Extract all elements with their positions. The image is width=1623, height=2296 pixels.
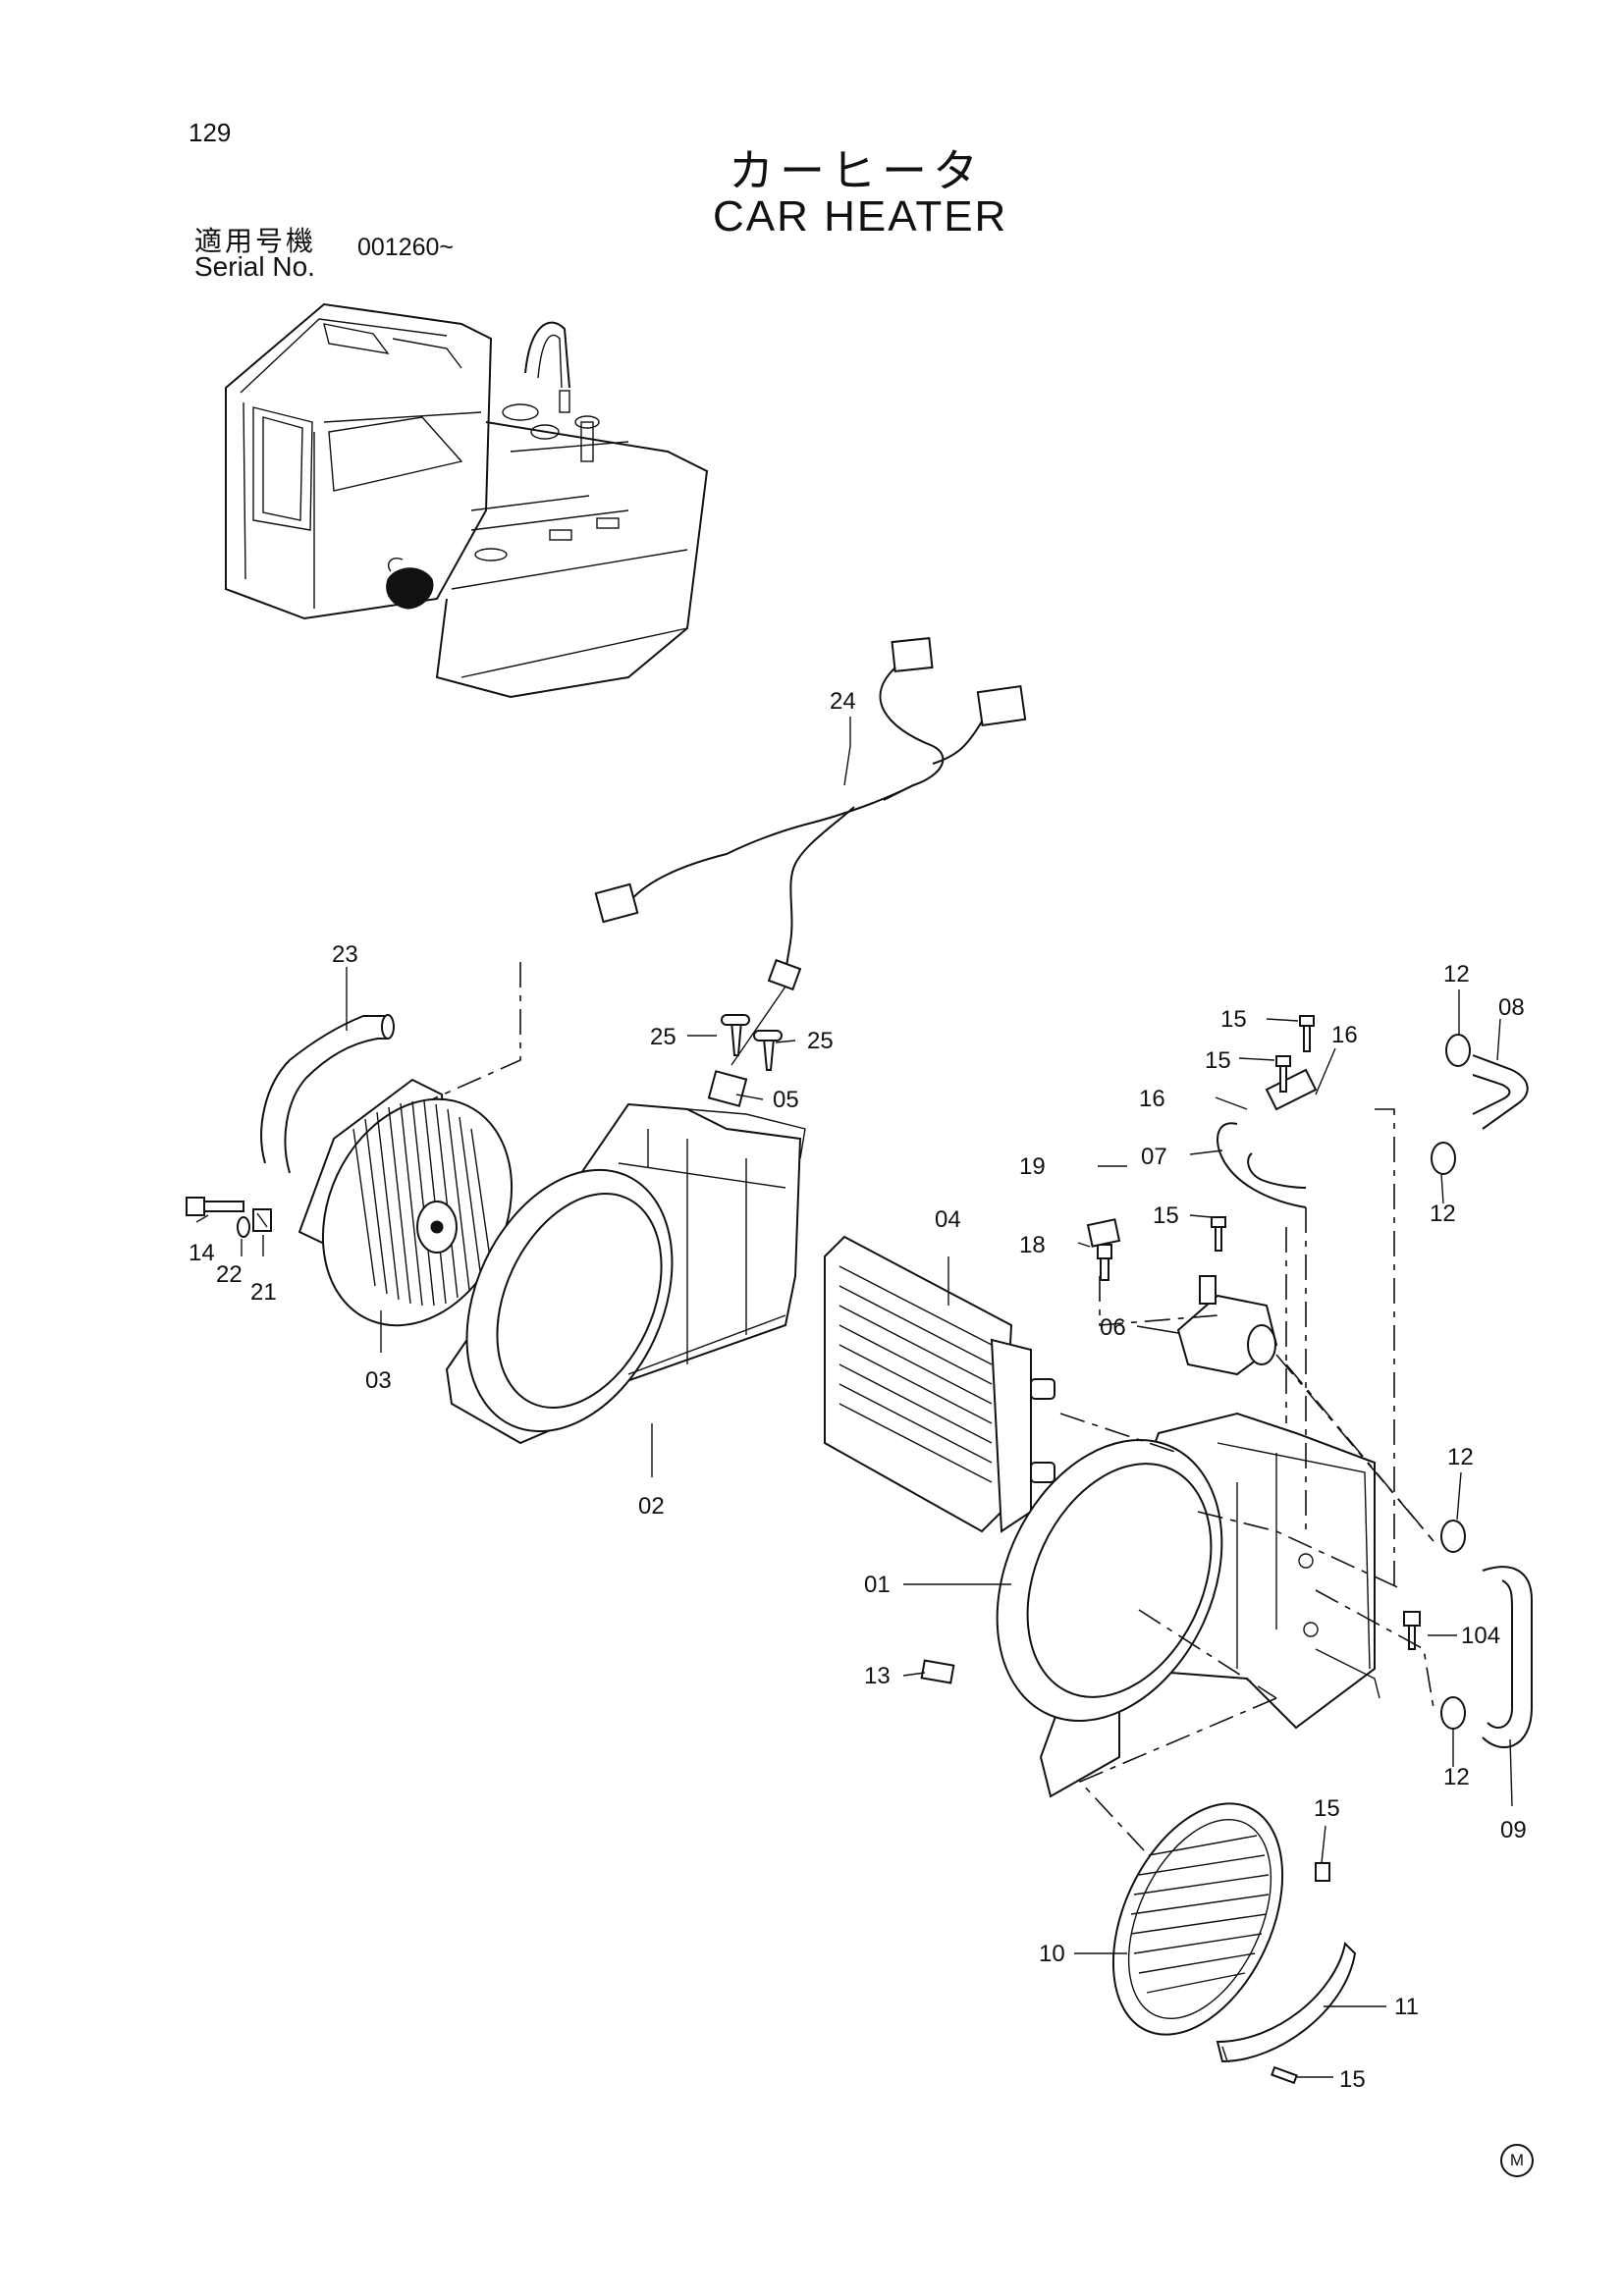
manufacturer-mark: M <box>1500 2144 1534 2177</box>
fasteners <box>707 1014 1421 2085</box>
title-japanese: カーヒータ <box>729 144 984 197</box>
cover-11 <box>1216 1941 1357 2063</box>
callout-18: 18 <box>1019 1232 1046 1258</box>
callout-06: 06 <box>1100 1314 1126 1341</box>
screw-washer-grommet-group <box>186 1197 272 1238</box>
serial-label-english: Serial No. <box>194 251 315 282</box>
housing-02 <box>445 1102 806 1445</box>
hose-08 <box>1472 1054 1529 1130</box>
callout-12: 12 <box>1447 1444 1474 1470</box>
callout-25: 25 <box>650 1024 676 1050</box>
callout-14: 14 <box>189 1240 215 1266</box>
callout-04: 04 <box>935 1206 961 1233</box>
callout-16: 16 <box>1139 1086 1165 1112</box>
callout-08: 08 <box>1498 994 1525 1021</box>
serial-number-value: 001260~ <box>357 234 455 261</box>
callout-104: 104 <box>1461 1623 1500 1649</box>
callout-12: 12 <box>1443 1764 1470 1790</box>
callout-13: 13 <box>864 1663 891 1689</box>
valve-06 <box>1176 1275 1278 1376</box>
heater-core-04 <box>824 1235 1055 1533</box>
callout-09: 09 <box>1500 1817 1527 1843</box>
hose-09 <box>1482 1566 1533 1748</box>
callout-22: 22 <box>216 1261 243 1288</box>
hose-clamps-12 <box>1431 1034 1471 1730</box>
callout-25: 25 <box>807 1028 834 1054</box>
callout-12: 12 <box>1430 1201 1456 1227</box>
assembly-lines <box>431 962 1434 1851</box>
callout-15: 15 <box>1339 2066 1366 2093</box>
leader-lines <box>195 717 1513 2078</box>
serial-label-japanese: 適用号機 <box>194 225 317 257</box>
callout-23: 23 <box>332 941 358 968</box>
callout-19: 19 <box>1019 1153 1046 1180</box>
callout-labels: 24 23 25 25 05 14 22 21 03 02 04 15 15 1… <box>189 688 1527 2093</box>
wire-harness-24 <box>594 636 1027 1066</box>
machine-overview-illustration <box>225 302 709 699</box>
callout-02: 02 <box>638 1493 665 1520</box>
callout-03: 03 <box>365 1367 392 1394</box>
heater-unit-01 <box>996 1412 1380 1798</box>
callout-07: 07 <box>1141 1144 1167 1170</box>
callout-11: 11 <box>1394 1994 1419 2020</box>
callout-15: 15 <box>1314 1795 1340 1822</box>
callout-15: 15 <box>1153 1202 1179 1229</box>
callout-05: 05 <box>773 1087 799 1113</box>
callout-12: 12 <box>1443 961 1470 988</box>
callout-10: 10 <box>1039 1941 1065 1967</box>
grille-10 <box>1111 1802 1284 2036</box>
page-number: 129 <box>189 118 232 147</box>
hose-07 <box>1217 1068 1318 1208</box>
callout-01: 01 <box>864 1572 891 1598</box>
blower-motor-03 <box>260 1014 514 1327</box>
callout-16: 16 <box>1331 1022 1358 1048</box>
callout-21: 21 <box>250 1279 277 1306</box>
callout-24: 24 <box>830 688 856 715</box>
title-english: CAR HEATER <box>713 192 1008 240</box>
callout-15: 15 <box>1220 1006 1247 1033</box>
callout-15: 15 <box>1205 1047 1231 1074</box>
